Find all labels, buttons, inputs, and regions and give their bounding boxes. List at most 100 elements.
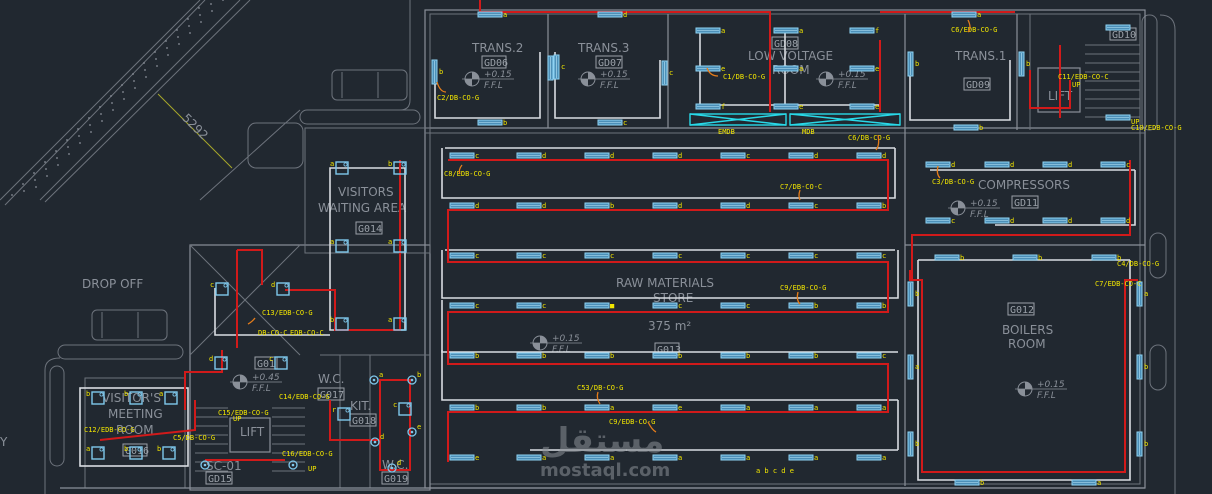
svg-text:b: b [915,290,919,298]
svg-text:r: r [332,406,336,414]
svg-text:e: e [475,454,479,462]
light-fixture: b [856,202,886,210]
room-name: ROOM [116,423,154,437]
room-code: G01 [257,359,275,370]
light-fixture: c [516,252,546,260]
light-fixture: d [584,152,614,160]
svg-text:b: b [330,316,334,324]
light-fixture: a [477,11,507,19]
light-fixture: b [516,352,546,360]
room-name: SC-01 [206,459,242,473]
svg-text:a: a [388,238,392,246]
svg-text:e: e [799,103,803,111]
panel-label-edb: EDB-CO-C [290,329,324,337]
light-fixture [1105,24,1131,31]
svg-text:c: c [746,152,750,160]
light-fixture: d [788,152,818,160]
light-fixture: e [849,103,879,111]
light-fixture: a [773,65,803,73]
svg-text:a: a [882,404,886,412]
staircase [195,44,1140,472]
light-fixture: d [984,217,1014,225]
svg-text:a: a [1144,290,1148,298]
light-fixture: c [720,302,750,310]
light-fixture: d [597,11,627,19]
svg-text:a: a [330,160,334,168]
svg-text:e: e [417,423,421,431]
light-fixture: c [661,60,673,86]
room-code: G018 [352,416,376,427]
light-fixture: a [1071,479,1101,487]
light-fixture: c [720,152,750,160]
light-fixture: d [856,152,886,160]
level-marker: +0.15F.F.L [530,334,582,355]
light-fixture: b [954,479,984,487]
svg-text:b: b [439,68,443,76]
light-fixture: b [652,352,682,360]
light-fixture: c [788,252,818,260]
svg-text:c: c [1126,161,1130,169]
svg-text:b: b [915,440,919,448]
light-fixture: c [652,302,682,310]
ceiling-light: e [407,423,421,437]
svg-text:a: a [503,11,507,19]
svg-text:a: a [86,445,90,453]
light-fixture: a [773,27,803,35]
level-marker: +0.45F.F.L [230,373,282,394]
svg-text:a: a [330,238,334,246]
light-fixture: b [788,352,818,360]
svg-text:d: d [209,355,213,363]
panel-label: MDB [802,128,815,136]
ceiling-light: b [407,371,421,385]
planter [1149,232,1167,279]
svg-text:a: a [1097,479,1101,487]
panel-emdb: EMDB [689,113,787,136]
svg-text:c: c [623,119,627,127]
up-label: UP [308,465,316,473]
watermark: مستقل mostaql.com [540,421,670,481]
panel-label-db: DB-CO-C [258,329,288,337]
svg-text:d: d [951,161,955,169]
light-fixture: c [856,352,886,360]
dimension-text: 5292 [179,111,210,142]
svg-text:c: c [269,355,273,363]
svg-text:b: b [980,479,984,487]
light-fixture: a [907,354,919,380]
downlight-fixture: a [330,160,349,175]
svg-text:+0.15: +0.15 [838,70,866,80]
light-fixture: b [720,352,750,360]
room-code: GD09 [966,80,990,91]
svg-text:a: a [814,454,818,462]
svg-text:c: c [678,302,682,310]
ceiling-light [200,460,210,470]
room-code: G016 [125,446,149,457]
svg-text:d: d [882,152,886,160]
light-fixture: e [449,454,479,462]
downlight-fixture: b [388,160,407,175]
watermark-latin: mostaql.com [540,460,670,481]
light-fixture: c [449,302,479,310]
svg-text:b: b [814,302,818,310]
circuit-label-c1: C1/DB-CO-G [723,73,765,81]
room-trans3: TRANS.3 GD07 [577,41,629,69]
room-name: VISITOR'S [102,391,161,405]
svg-text:a: a [977,11,981,19]
light-fixture [1105,114,1131,121]
light-fixture: a [516,454,546,462]
svg-text:c: c [393,401,397,409]
svg-text:c: c [542,302,546,310]
svg-text:+0.45: +0.45 [252,373,280,383]
light-fixture: a [788,454,818,462]
light-fixture: a [720,404,750,412]
svg-text:d: d [1068,161,1072,169]
svg-text:b: b [86,390,90,398]
ceiling-light: d [387,459,401,473]
svg-text:b: b [417,371,421,379]
downlight-fixture: a [330,238,349,253]
svg-text:F.F.L: F.F.L [838,81,857,91]
svg-text:F.F.L: F.F.L [970,210,989,220]
room-visitors-meeting: VISITOR'S MEETING ROOM G016 [79,387,189,467]
room-trans1: TRANS.1 GD09 [954,49,1006,91]
svg-text:+0.15: +0.15 [600,70,628,80]
panel-mdb: MDB [789,113,901,136]
